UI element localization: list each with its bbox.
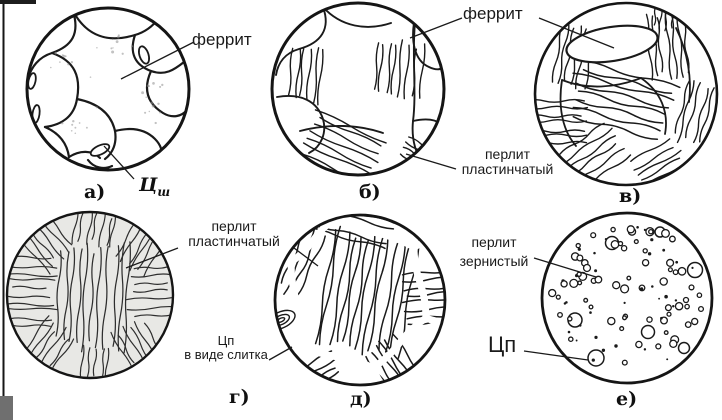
label-cementite-network-d: Цп в виде слитка: [184, 333, 268, 362]
label-granular-pearlite-e: перлит зернистый: [459, 234, 529, 269]
label-cementite-e: Цп: [488, 332, 517, 357]
micrograph-e-granular-pearlite: [543, 214, 711, 382]
panel-letter-v: в): [619, 185, 642, 207]
label-cementite-tertiary-a: Цш: [139, 174, 171, 199]
label-ferrite-b-v: феррит: [463, 4, 523, 23]
panel-letter-d: д): [350, 388, 372, 410]
label-lamellar-pearlite-b: перлит пластинчатый: [461, 146, 554, 177]
micrograph-g-lamellar-pearlite: [8, 213, 172, 377]
panel-letter-b: б): [359, 181, 381, 203]
panel-letter-g: г): [229, 386, 250, 408]
micrograph-b-ferrite-pearlite: [273, 4, 443, 174]
micrograph-a-ferrite: [28, 9, 188, 169]
label-ferrite-a: феррит: [192, 30, 252, 49]
label-lamellar-pearlite-g-d: перлит пластинчатый: [188, 218, 280, 249]
panel-letter-a: а): [84, 181, 106, 203]
panel-letter-e: е): [616, 388, 638, 410]
